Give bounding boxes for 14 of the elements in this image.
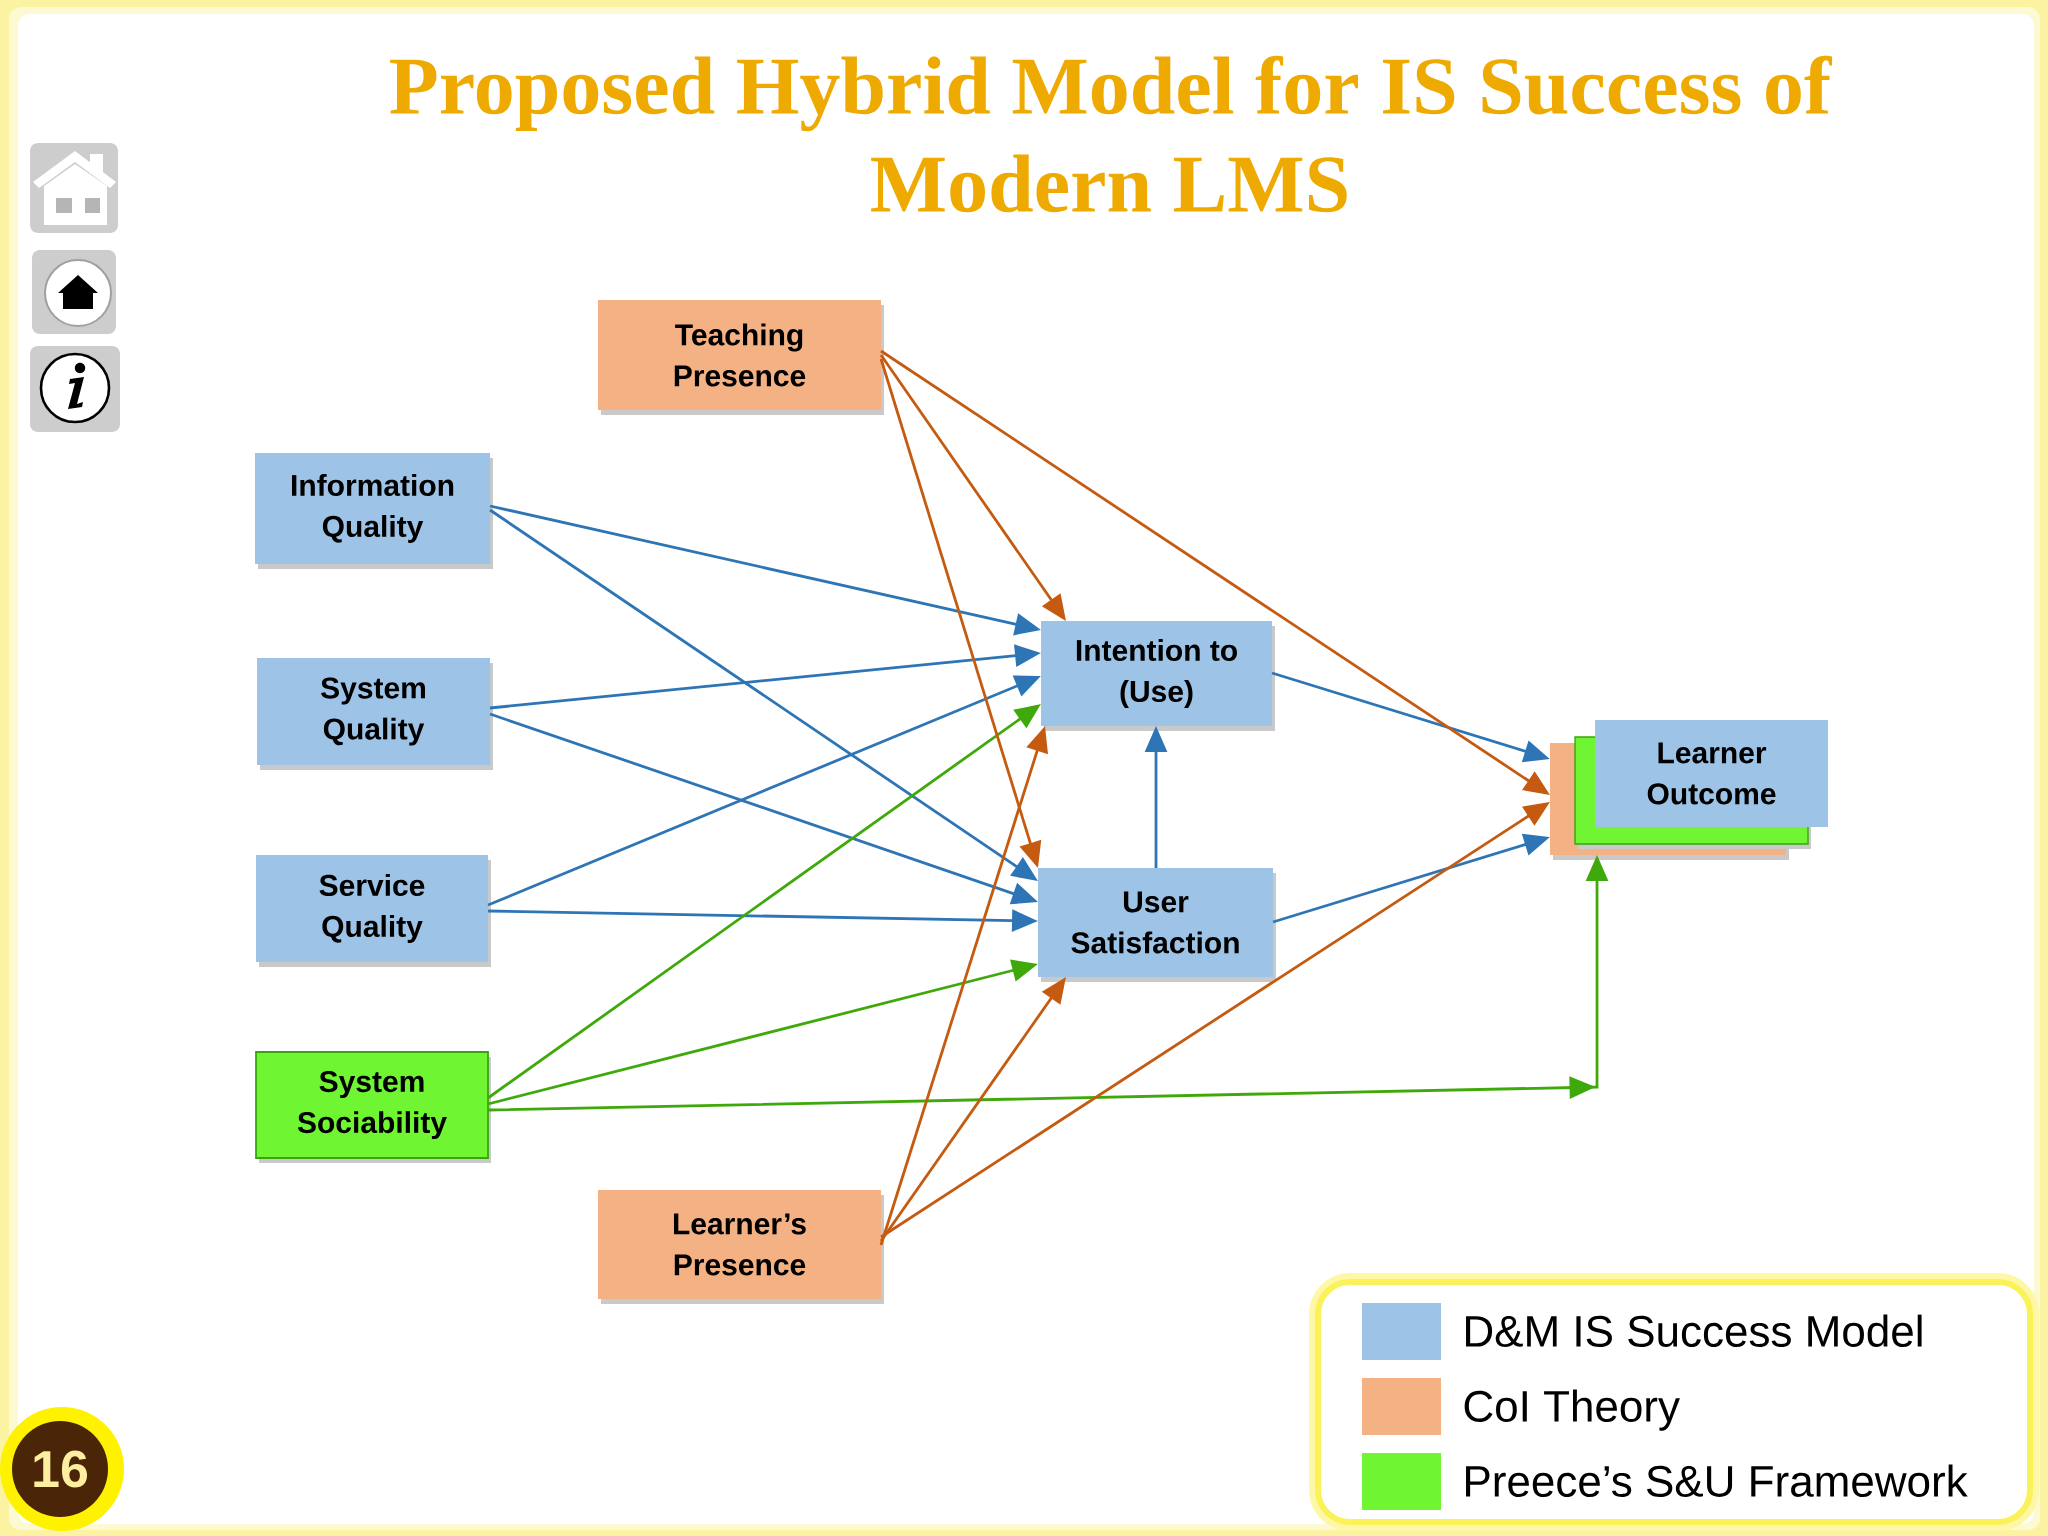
stacked-box: Learner Outcome xyxy=(1550,720,1829,860)
process-box: Service Quality xyxy=(256,855,491,967)
legend-text: D&M IS Success Model xyxy=(1466,1314,1922,1347)
legend-text: CoI Theory xyxy=(1464,1389,1680,1431)
title: Proposed Hybrid Model for IS Success of Modern LMS xyxy=(390,55,1833,213)
legend-text: Preece’s S&U Framework xyxy=(1466,1464,1968,1497)
process-box: Learner’s Presence xyxy=(598,1190,884,1304)
process-box: Intention to (Use) xyxy=(1041,621,1275,731)
process-box: System Sociability xyxy=(255,1051,491,1163)
process-box: Information Quality xyxy=(255,453,493,569)
page-number-badge: 16 xyxy=(0,1407,124,1531)
process-box: Teaching Presence xyxy=(598,300,884,415)
process-box: System Quality xyxy=(257,658,493,770)
process-box: User Satisfaction xyxy=(1038,868,1276,982)
